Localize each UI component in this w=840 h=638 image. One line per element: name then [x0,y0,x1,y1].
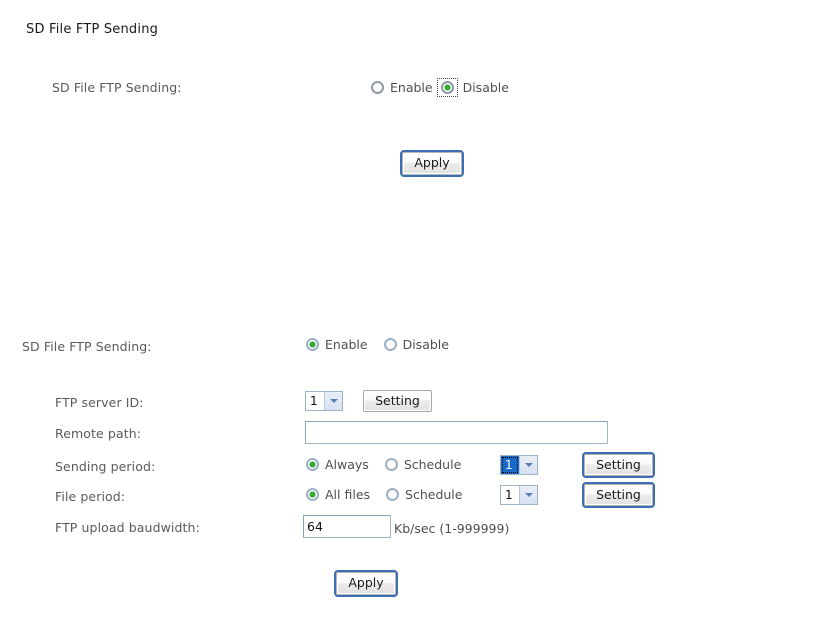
file-period-radio-schedule[interactable]: Schedule [386,487,462,502]
file-period-setting-label: Setting [596,486,641,502]
ftp-server-id-setting-label: Setting [375,392,420,408]
bottom-radio-disable-label: Disable [402,337,449,352]
remote-path-input[interactable] [305,421,608,444]
sending-period-schedule-select[interactable]: 1 [500,455,538,475]
radio-circle-icon [386,488,400,501]
bottom-sd-file-ftp-sending-label: SD File FTP Sending: [22,339,152,354]
ftp-upload-baudwidth-unit-hint: Kb/sec (1-999999) [394,521,510,536]
radio-circle-icon [371,81,384,94]
bottom-radio-enable-label: Enable [325,337,368,352]
radio-circle-icon [384,458,398,471]
top-radio-enable-label: Enable [390,80,433,95]
bottom-sd-ftp-radio-group: Enable Disable [306,337,449,352]
sending-period-schedule-label: Schedule [403,457,462,472]
bottom-apply-button[interactable]: Apply [334,570,398,597]
file-period-label: File period: [55,489,126,504]
chevron-down-icon [519,456,537,474]
sending-period-select-value: 1 [501,456,519,474]
sending-period-radio-always[interactable]: Always [306,457,369,472]
remote-path-label: Remote path: [55,426,142,441]
sending-period-setting-button[interactable]: Setting [582,452,655,478]
top-sd-file-ftp-sending-label: SD File FTP Sending: [52,80,182,95]
top-apply-button-label: Apply [414,155,450,171]
ftp-upload-baudwidth-input[interactable] [303,515,391,538]
ftp-server-id-setting-button[interactable]: Setting [363,390,432,412]
file-period-setting-button[interactable]: Setting [582,482,655,508]
file-period-schedule-label: Schedule [405,487,463,502]
radio-circle-selected-icon [306,488,319,501]
file-period-select-value: 1 [501,486,519,504]
radio-circle-icon [383,338,397,351]
page-title: SD File FTP Sending [26,22,159,37]
chevron-down-icon [519,486,537,504]
bottom-radio-enable[interactable]: Enable [306,337,368,352]
ftp-server-id-select-value: 1 [306,392,324,410]
ftp-server-id-label: FTP server ID: [55,395,144,410]
bottom-radio-disable[interactable]: Disable [383,337,449,352]
chevron-down-icon [324,392,342,410]
file-period-schedule-select[interactable]: 1 [500,485,538,505]
radio-circle-selected-icon [440,81,454,94]
top-sd-ftp-radio-group: Enable Disable [371,78,509,97]
sending-period-radio-schedule[interactable]: Schedule [384,457,462,472]
sending-period-label: Sending period: [55,459,156,474]
ftp-server-id-select[interactable]: 1 [305,391,343,411]
sending-period-always-label: Always [325,457,369,472]
top-apply-button[interactable]: Apply [400,150,464,177]
top-radio-disable-label: Disable [462,80,509,95]
file-period-all-files-label: All files [325,487,371,502]
top-radio-enable[interactable]: Enable [371,80,433,95]
file-period-radio-all-files[interactable]: All files [306,487,370,502]
top-radio-disable[interactable] [436,78,458,97]
ftp-upload-baudwidth-label: FTP upload baudwidth: [55,520,200,535]
sending-period-radio-group: Always Schedule [306,457,461,472]
sending-period-setting-label: Setting [596,456,641,472]
radio-circle-selected-icon [306,338,319,351]
radio-circle-selected-icon [306,458,319,471]
bottom-apply-button-label: Apply [348,575,384,591]
file-period-radio-group: All files Schedule [306,487,462,502]
